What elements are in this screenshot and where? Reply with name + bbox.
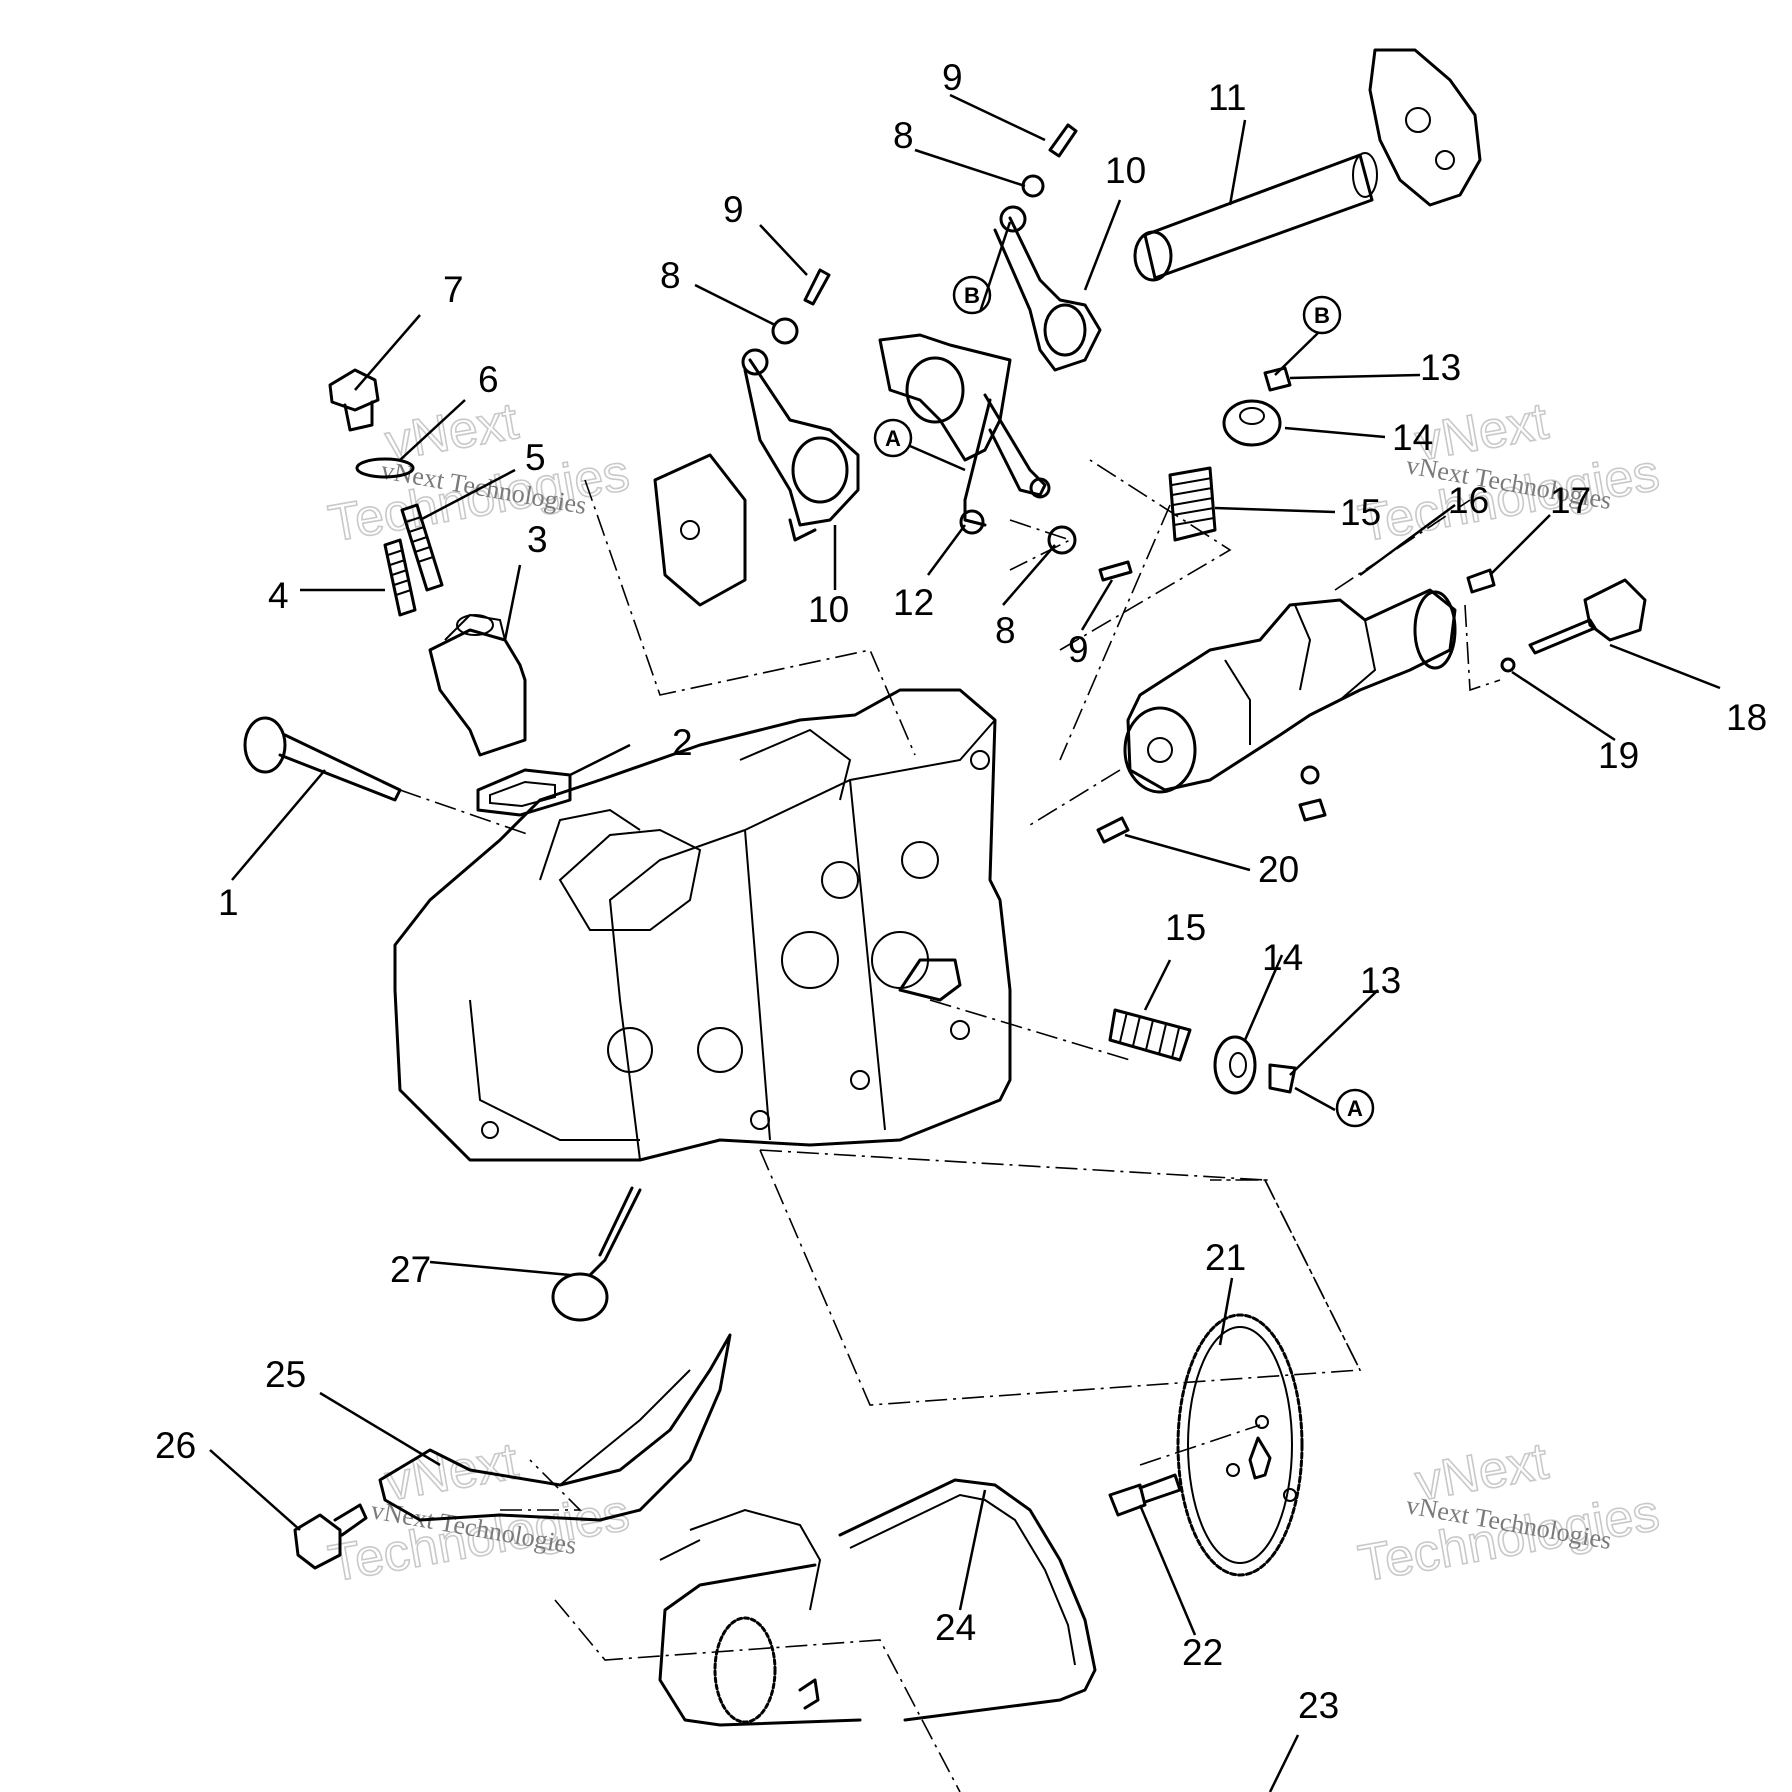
- label-part-18: 18: [1726, 697, 1767, 738]
- label-part-15-top: 15: [1340, 492, 1381, 533]
- gasket: [476, 768, 572, 817]
- label-part-8-top: 8: [893, 115, 914, 156]
- crank-sprocket: [659, 1508, 822, 1724]
- label-part-9-mid: 9: [723, 189, 744, 230]
- rocker-shaft: [1133, 152, 1378, 282]
- rocker-support-bracket: [1368, 48, 1482, 207]
- label-part-4: 4: [268, 575, 289, 616]
- label-part-17: 17: [1550, 480, 1591, 521]
- label-part-25: 25: [265, 1354, 306, 1395]
- label-part-15-low: 15: [1165, 907, 1206, 948]
- label-part-23: 23: [1298, 1685, 1339, 1726]
- part-labels: 1 2 3 4 5 6 7 8 8 8 9 9 9 10 10 11 12 13…: [155, 57, 1767, 1726]
- rocker-arm-10a: [993, 205, 1102, 372]
- ref-marker-a-upper: A: [873, 418, 913, 458]
- label-part-14-top: 14: [1392, 417, 1433, 458]
- label-part-10-low: 10: [808, 589, 849, 630]
- drain-plug: [328, 368, 380, 432]
- dowel-20: [1096, 816, 1130, 844]
- ref-b-leader-left: [978, 221, 1012, 313]
- screw-9c: [1098, 560, 1133, 582]
- label-part-11: 11: [1208, 77, 1246, 118]
- svg-text:A: A: [885, 426, 901, 451]
- svg-text:B: B: [964, 283, 980, 308]
- label-part-27: 27: [390, 1249, 431, 1290]
- timing-chain: [658, 1478, 1097, 1727]
- label-part-22: 22: [1182, 1632, 1223, 1673]
- svg-text:Technologies: Technologies: [1354, 1484, 1663, 1594]
- label-part-3: 3: [527, 519, 548, 560]
- label-part-13-top: 13: [1420, 347, 1461, 388]
- sprocket-bolt: [1108, 1473, 1182, 1517]
- label-part-1: 1: [218, 882, 239, 923]
- circlip-19: [1500, 657, 1516, 673]
- valve-spring-15a: [1168, 466, 1217, 542]
- label-part-20: 20: [1258, 849, 1299, 890]
- stud-4: [383, 538, 417, 617]
- label-part-2: 2: [672, 722, 693, 763]
- label-part-10-top: 10: [1105, 150, 1146, 191]
- valve-intake: [243, 716, 402, 802]
- washer-6: [355, 457, 415, 479]
- cam-sprocket: [1176, 1313, 1304, 1577]
- label-part-9-top: 9: [942, 57, 963, 98]
- label-part-12: 12: [893, 582, 934, 623]
- ref-marker-a-lower: A: [1335, 1088, 1375, 1128]
- cylinder-head: [393, 688, 1012, 1162]
- label-part-24: 24: [935, 1607, 976, 1648]
- label-part-5: 5: [525, 437, 546, 478]
- ref-marker-b-left: B: [952, 275, 992, 315]
- label-part-21: 21: [1205, 1237, 1246, 1278]
- camshaft: [1123, 588, 1457, 822]
- screw-9b: [803, 268, 831, 306]
- watermark-bottom-right: vNext Technologies: [1354, 1431, 1665, 1594]
- small-bracket: [653, 453, 747, 607]
- nut-8b: [771, 317, 799, 345]
- watermark-top-right: vNext Technologies: [1354, 391, 1665, 554]
- leader-lines: [209, 93, 1721, 1792]
- label-part-19: 19: [1598, 735, 1639, 776]
- keeper-13b: [1268, 1063, 1297, 1094]
- screw-9a: [1048, 123, 1078, 158]
- label-part-13-low: 13: [1360, 960, 1401, 1001]
- bolt-18: [1528, 578, 1647, 655]
- pin-17: [1466, 568, 1496, 594]
- label-part-26: 26: [155, 1425, 196, 1466]
- label-part-6: 6: [478, 359, 499, 400]
- rocker-arm-12: [878, 333, 1051, 535]
- retainer-14b: [1213, 1035, 1257, 1095]
- retainer-14a: [1222, 399, 1282, 447]
- ref-marker-b-right: B: [1302, 295, 1342, 335]
- chain-guide: [378, 1333, 732, 1522]
- label-part-14-low: 14: [1262, 937, 1303, 978]
- label-part-8-mid: 8: [660, 255, 681, 296]
- ref-a-leader-upper: [909, 444, 966, 472]
- nut-8c: [1047, 525, 1077, 555]
- label-part-9-low: 9: [1068, 629, 1089, 670]
- nut-8a: [1021, 174, 1045, 198]
- svg-text:Technologies: Technologies: [1354, 444, 1663, 554]
- svg-text:A: A: [1347, 1096, 1363, 1121]
- valve-spring-15b: [1108, 1008, 1192, 1062]
- label-part-7: 7: [443, 269, 464, 310]
- keeper-13a: [1263, 366, 1292, 392]
- rocker-arm-10b: [741, 348, 860, 542]
- svg-text:B: B: [1314, 303, 1330, 328]
- adapter-fitting: [428, 613, 527, 757]
- ref-b-leader-right: [1274, 332, 1319, 376]
- guide-bolt: [293, 1503, 368, 1570]
- assembly-lines: [399, 459, 1501, 1792]
- label-part-16: 16: [1448, 480, 1489, 521]
- valve-exhaust: [551, 1186, 642, 1322]
- label-part-8-low: 8: [995, 610, 1016, 651]
- stud-5: [400, 503, 444, 592]
